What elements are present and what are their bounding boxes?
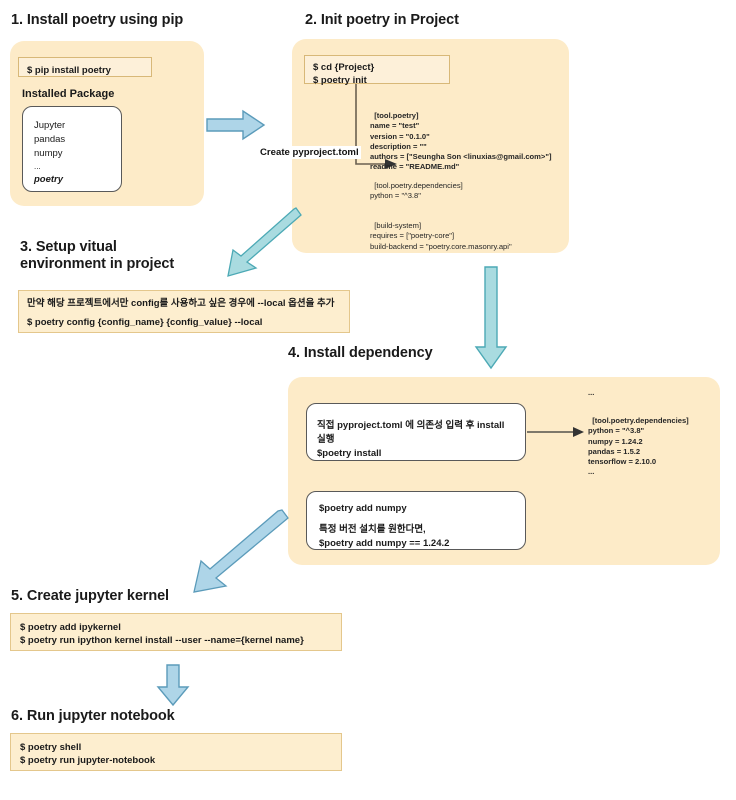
section-5-command-line-2: $ poetry run ipython kernel install --us… [20, 635, 304, 646]
pyproject-connector-label: Create pyproject.toml [258, 146, 361, 159]
section-2-toml-block-2: [tool.poetry.dependencies] python = "^3.… [370, 171, 463, 202]
section-4-heading: 4. Install dependency [288, 345, 433, 361]
section-4-box-2-line-2: 특정 버전 설치를 원한다면, [319, 524, 426, 535]
section-6-heading: 6. Run jupyter notebook [11, 708, 175, 724]
section-3-heading-line-2: environment in project [20, 256, 175, 272]
section-3-note-box[interactable]: 만약 해당 프로젝트에서만 config를 사용하고 싶은 경우에 --loca… [18, 290, 350, 333]
toml-text: [tool.poetry.dependencies] python = "^3.… [588, 416, 689, 467]
installed-package-list: Jupyter pandas numpy ... poetry [22, 109, 146, 197]
section-4-box-1[interactable]: 직접 pyproject.toml 에 의존성 입력 후 install 실행 … [306, 403, 526, 461]
section-5-heading: 5. Create jupyter kernel [11, 588, 169, 604]
section-4-ellipsis-bottom: ... [588, 467, 595, 476]
section-4-box-2-line-3: $poetry add numpy == 1.24.2 [319, 538, 450, 549]
section-2-command-line-2: $ poetry init [313, 75, 367, 86]
pyproject-connector-line [352, 84, 402, 176]
toml-text: [build-system] requires = ["poetry-core"… [370, 221, 512, 251]
section-1-subheading: Installed Package [22, 88, 115, 100]
section-4-box-1-line-1: 직접 pyproject.toml 에 의존성 입력 후 install 실행 [317, 420, 505, 445]
section-4-toml-block: [tool.poetry.dependencies] python = "^3.… [588, 406, 689, 467]
section-5-command-box[interactable]: $ poetry add ipykernel $ poetry run ipyt… [10, 613, 342, 651]
arrow-down-icon-2 [155, 663, 193, 707]
section-3-heading: 3. Setup vitual environment in project [20, 239, 174, 273]
arrow-down-icon [473, 265, 511, 371]
section-4-box-1-line-2: $poetry install [317, 448, 382, 459]
arrow-right-icon [205, 108, 267, 142]
section-6-command-line-1: $ poetry shell [20, 742, 82, 753]
toml-text: [tool.poetry.dependencies] python = "^3.… [370, 181, 463, 201]
section-3-heading-line-1: 3. Setup vitual [20, 239, 117, 255]
section-1-command-box[interactable]: $ pip install poetry [18, 57, 152, 77]
installed-package-box [22, 106, 122, 192]
section-2-toml-block-3: [build-system] requires = ["poetry-core"… [370, 211, 512, 252]
list-item: numpy [34, 148, 63, 159]
section-3-command: $ poetry config {config_name} {config_va… [27, 317, 263, 328]
section-1-heading: 1. Install poetry using pip [11, 12, 184, 28]
section-4-box-2-line-1: $poetry add numpy [319, 503, 407, 514]
section-4-box-2[interactable]: $poetry add numpy 특정 버전 설치를 원한다면, $poetr… [306, 491, 526, 550]
section-4-ellipsis-top: ... [588, 388, 595, 397]
list-item: Jupyter [34, 120, 66, 131]
arrow-down-left-icon [222, 206, 304, 282]
section-6-command-line-2: $ poetry run jupyter-notebook [20, 755, 156, 766]
section-2-command-line-1: $ cd {Project} [313, 62, 375, 73]
section-2-command-box[interactable]: $ cd {Project} $ poetry init [304, 55, 450, 86]
toml-text: [tool.poetry] name = "test" version = "0… [370, 111, 552, 172]
section-2-heading: 2. Init poetry in Project [305, 12, 459, 28]
list-item: poetry [34, 174, 64, 185]
arrow-down-left-icon-2 [186, 508, 290, 606]
list-item: pandas [34, 134, 66, 145]
list-item: ... [34, 162, 41, 171]
section-4-connector-arrow [527, 425, 585, 439]
section-5-command-line-1: $ poetry add ipykernel [20, 622, 121, 633]
section-3-note-text: 만약 해당 프로젝트에서만 config를 사용하고 싶은 경우에 --loca… [27, 298, 335, 309]
section-6-command-box[interactable]: $ poetry shell $ poetry run jupyter-note… [10, 733, 342, 771]
section-2-toml-block-1: [tool.poetry] name = "test" version = "0… [370, 101, 552, 172]
